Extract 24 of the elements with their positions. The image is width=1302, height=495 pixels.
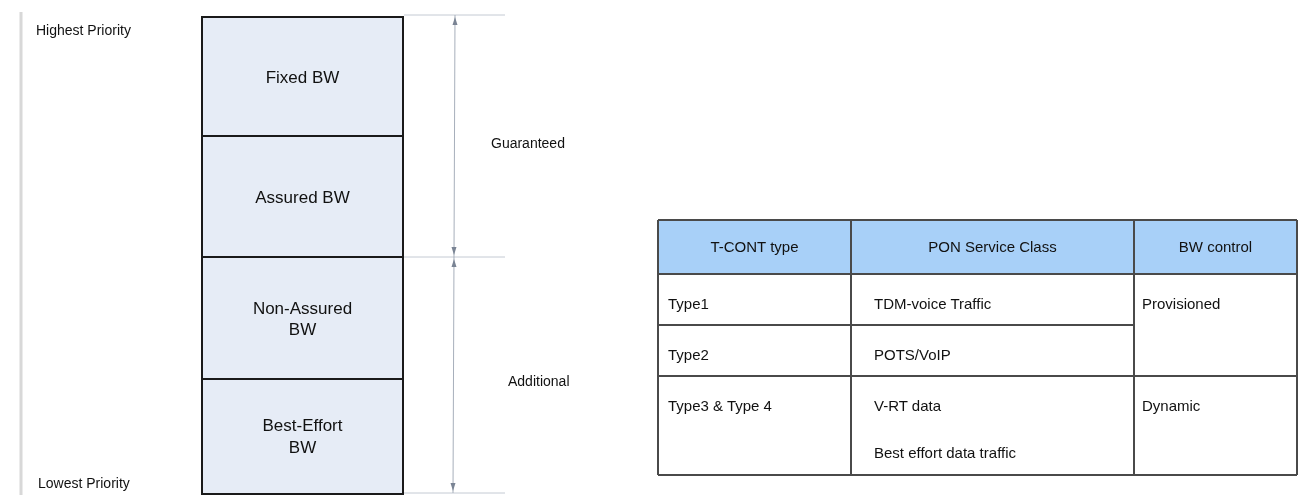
table-text: TDM-voice Traffic bbox=[874, 295, 992, 313]
priority-block bbox=[201, 16, 404, 137]
table-text: Provisioned bbox=[1142, 295, 1221, 313]
scale-label: Highest Priority bbox=[36, 21, 131, 39]
table-text: Type1 bbox=[668, 295, 709, 313]
table-text: Dynamic bbox=[1142, 397, 1201, 415]
scale-label: Lowest Priority bbox=[38, 474, 130, 492]
priority-block bbox=[201, 135, 404, 258]
column-header: BW control bbox=[1178, 238, 1253, 256]
priority-block bbox=[201, 256, 404, 380]
table-text: Type2 bbox=[668, 346, 709, 364]
column-header: T-CONT type bbox=[710, 238, 799, 256]
block-label: Best-Effort BW bbox=[261, 415, 344, 458]
table-text: Best effort data traffic bbox=[874, 444, 1017, 462]
block-label: Assured BW bbox=[255, 186, 350, 209]
block-label: Non-Assured BW bbox=[251, 297, 354, 341]
table-text: POTS/VoIP bbox=[874, 346, 951, 364]
table-text: V-RT data bbox=[874, 397, 941, 415]
dimension-label: Guaranteed bbox=[491, 134, 565, 152]
table-text: Type3 & Type 4 bbox=[668, 397, 772, 415]
priority-block bbox=[201, 378, 404, 495]
column-header: PON Service Class bbox=[928, 238, 1057, 256]
block-label: Fixed BW bbox=[265, 66, 340, 89]
dimension-label: Additional bbox=[508, 372, 570, 390]
